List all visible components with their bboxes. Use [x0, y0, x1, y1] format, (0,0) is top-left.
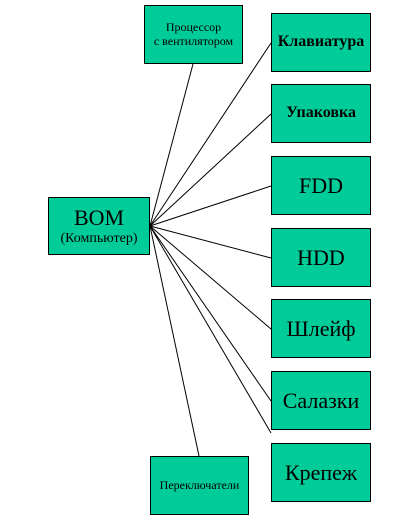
node-fasteners: Крепеж: [271, 443, 371, 502]
connector-switches: [149, 225, 200, 457]
root-node-title: BOM: [73, 205, 125, 231]
connector-keyboard: [149, 42, 272, 227]
node-switches: Переключатели: [150, 456, 249, 515]
node-packaging: Упаковка: [271, 84, 371, 143]
node-cable: Шлейф: [271, 299, 371, 358]
node-keyboard-label: Клавиатура: [277, 33, 365, 51]
node-hdd: HDD: [271, 228, 371, 287]
node-switches-label: Переключатели: [159, 477, 240, 492]
connector-packaging: [149, 113, 272, 227]
node-keyboard: Клавиатура: [271, 13, 371, 72]
node-packaging-label: Упаковка: [286, 104, 356, 122]
node-sled: Салазки: [271, 371, 371, 430]
node-cpu-line2: с вентилятором: [153, 33, 234, 48]
node-hdd-label: HDD: [297, 244, 345, 270]
connector-cpu: [149, 63, 194, 227]
connector-cable: [149, 225, 272, 330]
node-fdd-label: FDD: [298, 172, 343, 198]
node-sled-label: Салазки: [282, 387, 360, 413]
root-node-bom: BOM (Компьютер): [48, 197, 150, 255]
node-cable-label: Шлейф: [286, 315, 356, 341]
node-cpu-line1: Процессор: [165, 19, 222, 34]
connector-fasteners: [149, 225, 272, 434]
root-node-subtitle: (Компьютер): [60, 230, 138, 246]
node-fasteners-label: Крепеж: [284, 459, 358, 485]
node-cpu-with-fan: Процессор с вентилятором: [144, 5, 243, 64]
connector-hdd: [149, 225, 272, 259]
connector-sled: [149, 225, 272, 402]
node-fdd: FDD: [271, 156, 371, 215]
connector-fdd: [149, 185, 272, 227]
